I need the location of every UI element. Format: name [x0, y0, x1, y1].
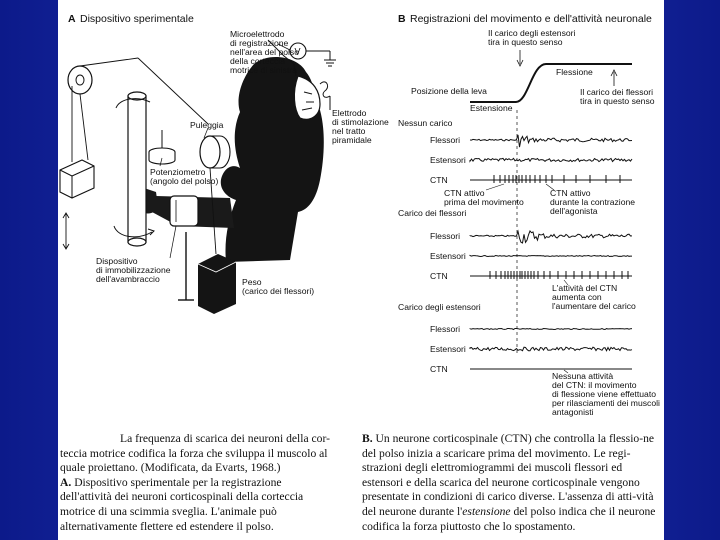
row-ctn-3: CTN — [430, 364, 448, 374]
caption-a: La frequenza di scarica dei neuroni dell… — [60, 432, 332, 534]
ext-pull-note: Il carico degli estensori tira in questo… — [488, 28, 578, 47]
caption-b-emph: estensione — [462, 504, 511, 518]
ctn-spikes-no-load — [470, 175, 632, 183]
panel-b-letter: B — [398, 13, 406, 25]
caption-b-letter: B. — [362, 432, 373, 445]
emg-trace-extensors-extensor-load — [469, 346, 633, 352]
note-ctn-none: Nessuna attività del CTN: il movimento d… — [552, 371, 662, 417]
note-ctn-before: CTN attivo prima del movimento — [444, 188, 524, 207]
lever-position-label: Posizione della leva — [411, 86, 487, 96]
label-pulley: Puleggia — [190, 120, 224, 130]
caption-b-text-end: del polso indica che il neurone codifica… — [362, 504, 656, 533]
lever-rod — [127, 95, 147, 243]
note-ctn-increase: L'attività del CTN aumenta con l'aumenta… — [552, 283, 636, 311]
weight-block — [198, 254, 236, 314]
row-extensors-1: Estensori — [430, 155, 466, 165]
caption-a-body: A. Dispositivo sperimentale per la regis… — [60, 476, 332, 534]
panel-a-letter: A — [68, 13, 76, 25]
label-electrode-stim: Elettrodo di stimolazione nel tratto pir… — [332, 108, 391, 145]
emg-trace-extensors-flexor-load — [469, 254, 632, 258]
emg-trace-flexors-flexor-load — [469, 229, 633, 244]
row-ctn-2: CTN — [430, 271, 448, 281]
label-potentiometer: Potenziometro (angolo del polso) — [150, 167, 218, 186]
ctn-spikes-flexor-load — [470, 271, 632, 279]
panel-b-title: Registrazioni del movimento e dell'attiv… — [410, 13, 652, 25]
emg-trace-flexors-extensor-load — [469, 327, 633, 331]
row-flexors-1: Flessori — [430, 135, 460, 145]
row-extensors-2: Estensori — [430, 251, 466, 261]
note-ctn-agonist: CTN attivo durante la contrazione dell'a… — [550, 188, 637, 216]
condition-no-load: Nessun carico — [398, 118, 453, 128]
condition-extensor-load: Carico degli estensori — [398, 302, 481, 312]
emg-trace-extensors-no-load — [469, 157, 633, 163]
row-flexors-3: Flessori — [430, 324, 460, 334]
flex-pull-note: Il carico dei flessori tira in questo se… — [580, 87, 655, 106]
caption-a-letter: A. — [60, 475, 72, 489]
figure-page: A Dispositivo sperimentale — [58, 0, 664, 540]
figure-svg: A Dispositivo sperimentale — [59, 13, 662, 417]
label-immobilizer: Dispositivo di immobilizzazione dell'ava… — [96, 256, 173, 284]
panel-a-title: Dispositivo sperimentale — [80, 13, 194, 25]
caption-b: B. Un neurone corticospinale (CTN) che c… — [362, 432, 658, 534]
voltmeter-label: V — [295, 47, 301, 57]
condition-flexor-load: Carico dei flessori — [398, 208, 466, 218]
row-ctn-1: CTN — [430, 175, 448, 185]
caption-a-text: Dispositivo sperimentale per la registra… — [60, 475, 304, 533]
flexion-label: Flessione — [556, 67, 593, 77]
caption-a-intro: La frequenza di scarica dei neuroni dell… — [60, 432, 330, 475]
lever-position-trace — [470, 63, 632, 103]
emg-trace-flexors-no-load — [469, 134, 633, 148]
apparatus-drawing: V — [59, 39, 336, 314]
row-flexors-2: Flessori — [430, 231, 460, 241]
label-electrode-rec: Microelettrodo di registrazione nell'are… — [230, 29, 301, 75]
label-weight: Peso (carico dei flessori) — [242, 277, 314, 296]
caption-b-text: Un neurone corticospinale (CTN) che cont… — [362, 432, 655, 518]
row-extensors-3: Estensori — [430, 344, 466, 354]
caption-b-body: B. Un neurone corticospinale (CTN) che c… — [362, 432, 658, 534]
extension-label: Estensione — [470, 103, 513, 113]
